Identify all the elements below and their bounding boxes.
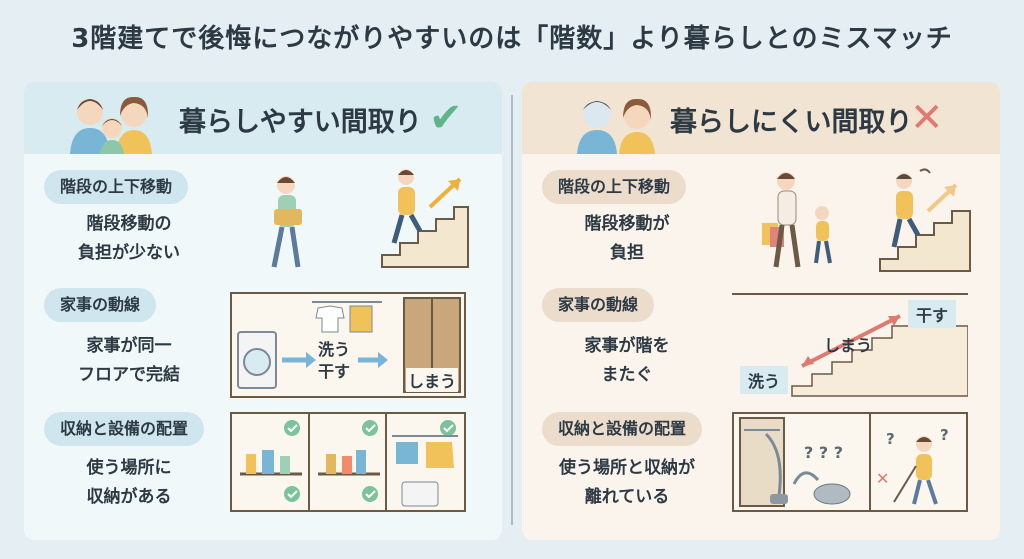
bad-stairs-label: 階段の上下移動	[542, 170, 687, 204]
svg-text:?: ?	[886, 430, 895, 448]
good-panel-header: 暮らしやすい間取り ✔	[24, 82, 502, 154]
same-floor-chores-illustration: 洗う 干す しまう	[230, 292, 466, 398]
bad-storage-label: 収納と設備の配置	[542, 412, 703, 446]
troubled-couple-icon	[577, 98, 655, 154]
bad-chores-label: 家事の動線	[542, 288, 655, 322]
good-flow-dry: 干す	[318, 362, 351, 381]
good-flow-store: しまう	[406, 368, 459, 392]
bad-chores-desc: 家事が階を またぐ	[584, 336, 670, 385]
center-divider	[511, 95, 513, 525]
easy-stairs-illustration	[271, 169, 469, 268]
storage-far-illustration: ? ? ? ? ? ✕	[732, 412, 968, 512]
svg-text:? ? ?: ? ? ?	[804, 443, 843, 462]
good-chores-label: 家事の動線	[44, 288, 157, 322]
good-chores-desc: 家事が同一 フロアで完結	[78, 336, 180, 385]
hard-stairs-illustration	[762, 168, 971, 272]
cross-mark-icon: ✕	[910, 95, 944, 141]
multi-floor-chores-illustration: 干す しまう 洗う	[732, 292, 968, 398]
bad-stairs-desc: 階段移動が 負担	[584, 214, 670, 263]
good-flow-wash: 洗う	[318, 340, 351, 359]
good-stairs-desc: 階段移動の 負担が少ない	[78, 214, 180, 263]
good-header-title: 暮らしやすい間取り	[179, 107, 422, 138]
storage-near-use-illustration	[230, 412, 466, 512]
bad-flow-dry: 干す	[908, 300, 957, 328]
check-mark-icon: ✔	[429, 95, 463, 141]
bad-flow-wash: 洗う	[740, 366, 789, 394]
bad-layout-panel: 暮らしにくい間取り ✕ 階段の上下移動 階段移動が 負担 家事の動線 家事が階を…	[522, 82, 1000, 540]
page-title: 3階建てで後悔につながりやすいのは「階数」より暮らしとのミスマッチ	[71, 24, 953, 54]
stair-chores-scene	[732, 293, 968, 397]
storage-shelves-scene	[240, 414, 458, 510]
good-stairs-label: 階段の上下移動	[44, 170, 189, 204]
bad-panel-header: 暮らしにくい間取り ✕	[522, 82, 1000, 154]
svg-text:?: ?	[940, 426, 949, 444]
good-layout-panel: 暮らしやすい間取り ✔ 階段の上下移動 階段移動の 負担が少ない 家事の動線 家…	[24, 82, 502, 540]
bad-storage-desc: 使う場所と収納が 離れている	[559, 458, 695, 507]
vacuum-search-scene: ? ? ? ? ? ✕	[739, 414, 949, 510]
good-storage-desc: 使う場所に 収納がある	[86, 458, 172, 507]
svg-text:✕: ✕	[876, 469, 889, 488]
happy-family-icon	[70, 96, 152, 154]
good-storage-label: 収納と設備の配置	[44, 412, 205, 446]
bad-header-title: 暮らしにくい間取り	[670, 107, 913, 138]
bad-flow-store: しまう	[824, 336, 873, 355]
